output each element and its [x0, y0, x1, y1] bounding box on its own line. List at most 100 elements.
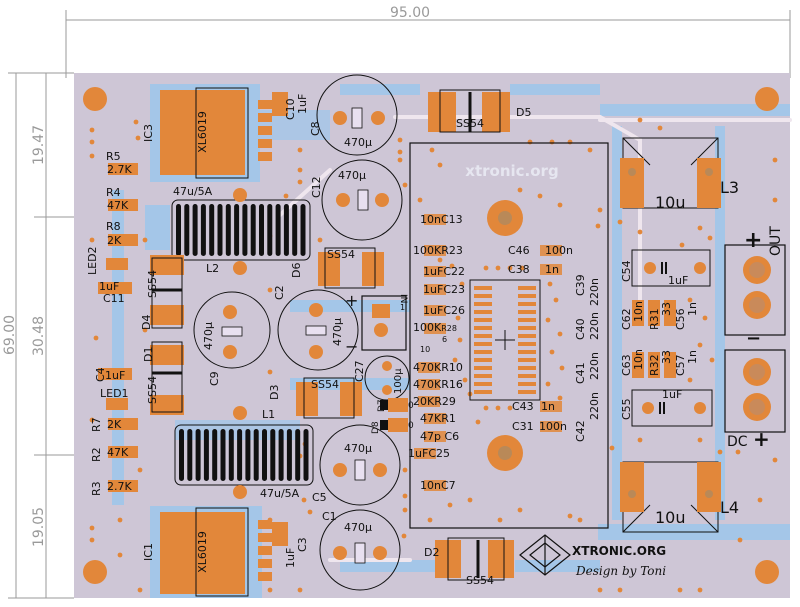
r7-value: 2K	[107, 418, 122, 431]
c7-label: 10nC7	[420, 479, 456, 492]
c54-value: 1uF	[668, 274, 688, 287]
r32-value: 33	[660, 350, 673, 364]
c31-ref: C31	[512, 420, 534, 433]
ic3-xl6019: IC3 XL6019	[142, 87, 272, 179]
ic1-xl6019: IC1 XL6019	[142, 507, 272, 597]
dim-top: 19.47	[31, 125, 47, 165]
r2-ref: R2	[90, 447, 103, 462]
cap-c5: C5 470µ	[312, 424, 401, 506]
c2-value: 470µ	[331, 318, 344, 346]
diode-d4: D4 SS54	[140, 255, 184, 330]
c39-value: 220n	[588, 278, 601, 306]
diode-d2: D2 SS54	[424, 537, 514, 587]
c41-value: 220n	[588, 352, 601, 380]
dim-bottom: 19.05	[31, 507, 47, 547]
c10-ref: C10	[284, 98, 297, 120]
d1-ref: D1	[142, 347, 155, 362]
l1-ref: L1	[262, 408, 275, 421]
diode-d6: D6 SS54	[290, 247, 384, 289]
l3-ref: L3	[720, 178, 739, 197]
c39-ref: C39	[574, 274, 587, 296]
cap-c2: C2 470µ	[273, 285, 359, 371]
d3-ref: D3	[268, 385, 281, 400]
c54-ref: C54	[620, 260, 633, 282]
d7-ref: D7	[377, 399, 387, 412]
mounting-holes	[83, 87, 779, 584]
ic3-ref: IC3	[142, 124, 155, 142]
cap-c1: C1 470µ	[319, 509, 401, 591]
in-plus: +	[345, 291, 358, 310]
l2-ref: L2	[206, 262, 219, 275]
module-watermark: xtronic.org	[465, 162, 558, 180]
pad-label-d: 10	[420, 345, 430, 354]
diode-d3: D3 SS54	[268, 377, 362, 419]
ic3-part: XL6019	[196, 111, 209, 153]
r1-label: 47KR1	[420, 412, 456, 425]
mounting-hole	[755, 560, 779, 584]
r3-ref: R3	[90, 481, 103, 496]
d2-part: SS54	[466, 574, 494, 587]
c8-ref: C8	[309, 121, 322, 136]
c12-ref: C12	[310, 176, 323, 198]
mounting-hole	[755, 87, 779, 111]
c63-ref: C63	[620, 354, 633, 376]
ic1-part: XL6019	[196, 531, 209, 573]
l3-value: 10u	[655, 193, 686, 212]
small-diodes: D7 D8 0 0 6 10	[371, 335, 447, 434]
c40-value: 220n	[588, 312, 601, 340]
diode-d1: D1 SS54	[142, 341, 184, 415]
c11-value: 1uF	[99, 280, 119, 293]
xtronic-logo	[519, 534, 571, 576]
out-plus: +	[744, 228, 762, 253]
c2-ref: C2	[273, 285, 286, 300]
c62-ref: C62	[620, 308, 633, 330]
dc-plus: +	[753, 427, 770, 451]
r31-value: 33	[660, 302, 673, 316]
c9-ref: C9	[208, 371, 221, 386]
c40-ref: C40	[574, 318, 587, 340]
d2-ref: D2	[424, 546, 439, 559]
c4-value: 1uF	[105, 369, 125, 382]
in-minus: −	[345, 337, 358, 356]
diode-d5: D5 SS54	[428, 89, 531, 133]
c31-value: 100n	[539, 420, 567, 433]
r31-ref: R31	[648, 308, 661, 330]
d6-part: SS54	[327, 248, 355, 261]
d4-ref: D4	[140, 315, 153, 330]
r16-label: 470KR16	[413, 378, 463, 391]
l4-value: 10u	[655, 508, 686, 527]
pad-label-c: 6	[442, 335, 447, 344]
inductor-l4: 10u L4	[620, 461, 739, 533]
input-header: IN + − 1	[345, 291, 408, 356]
out-label: OUT	[768, 226, 784, 256]
c5-ref: C5	[312, 491, 327, 504]
r3-value: 2.7K	[107, 480, 132, 493]
dc-label: DC	[727, 434, 748, 450]
r4-ref: R4	[106, 186, 121, 199]
r23-label: 100KR23	[413, 244, 463, 257]
brand-site: XTRONIC.ORG	[572, 544, 666, 558]
r32-ref: R32	[648, 354, 661, 376]
c9-value: 470µ	[202, 322, 215, 350]
c3-value: 1uF	[284, 548, 297, 568]
c55-value: 1uF	[662, 388, 682, 401]
c62-value: 10n	[632, 301, 645, 322]
controller-module: xtronic.org	[409, 142, 609, 529]
c6-label: 47p C6	[420, 430, 459, 443]
pad-label-b: 0	[408, 421, 414, 431]
c38-ref: C38	[508, 263, 530, 276]
brand-credit: Design by Toni	[575, 564, 666, 578]
r10-label: 470KR10	[413, 361, 463, 374]
c38-value: 1n	[545, 263, 559, 276]
c10-value: 1uF	[296, 94, 309, 114]
d8-ref: D8	[371, 421, 381, 434]
c3-ref: C3	[296, 537, 309, 552]
cap-c27: C27 100µ	[353, 355, 410, 401]
r5-value: 2.7K	[107, 163, 132, 176]
led2-ref: LED2	[86, 246, 99, 275]
in-pin1: 1	[400, 303, 405, 312]
ic1-ref: IC1	[142, 543, 155, 561]
mounting-hole	[83, 560, 107, 584]
